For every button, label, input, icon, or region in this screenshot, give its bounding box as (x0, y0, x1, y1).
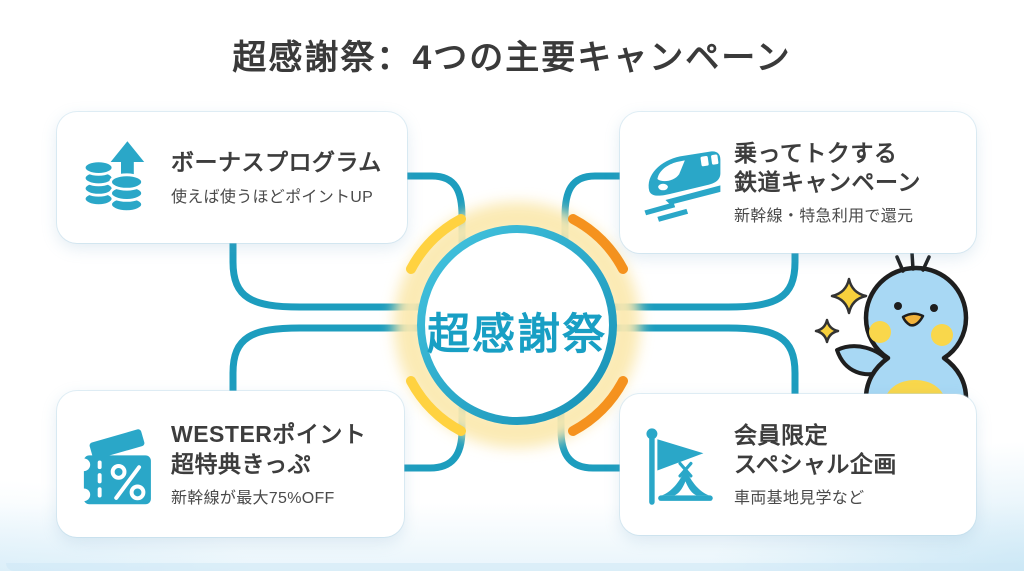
arc-bottom-left (406, 376, 466, 436)
arc-top-right (568, 214, 628, 274)
arc-bottom-right (568, 376, 628, 436)
card-subtitle: 使えば使うほどポイントUP (171, 188, 374, 206)
center-circle (417, 225, 617, 425)
mascot-crest (895, 251, 931, 273)
accent-arcs (406, 214, 628, 436)
sparkle-icon (830, 277, 868, 315)
card-title-line: 超特典きっぷ (171, 450, 312, 477)
flag-tent-icon (636, 422, 724, 508)
mascot-eye (930, 304, 938, 312)
center-glow (394, 202, 640, 448)
card-subtitle: 新幹線が最大75%OFF (171, 489, 335, 507)
card-title-line: 乗ってトクする (734, 139, 898, 166)
card-title-line: WESTERポイント (171, 421, 367, 448)
card-wester-point-ticket: WESTERポイント 超特典きっぷ 新幹線が最大75%OFF (57, 391, 404, 537)
page-title: 超感謝祭：4つの主要キャンペーン (232, 39, 792, 77)
card-title-line: 会員限定 (734, 421, 828, 448)
card-bonus-program: ボーナスプログラム 使えば使うほどポイントUP (57, 112, 407, 243)
card-subtitle: 新幹線・特急利用で還元 (734, 208, 914, 226)
card-members-only-special: 会員限定 スペシャル企画 車両基地見学など (620, 394, 976, 535)
card-title-line: 鉄道キャンペーン (734, 169, 921, 195)
coins-up-arrow-icon (73, 137, 161, 219)
bullet-train-icon (636, 139, 724, 227)
card-title-line: スペシャル企画 (734, 451, 897, 477)
mascot-beak (901, 312, 925, 327)
card-subtitle: 車両基地見学など (734, 490, 865, 508)
card-railway-campaign: 乗ってトクする 鉄道キャンペーン 新幹線・特急利用で還元 (620, 112, 976, 253)
mascot-cheek (869, 321, 891, 343)
center-label: 超感謝祭 (427, 311, 607, 359)
sparkle-icon (814, 318, 840, 344)
arc-top-left (406, 214, 466, 274)
mascot-cheek (931, 324, 953, 346)
card-title-line: ボーナスプログラム (171, 149, 382, 176)
discount-ticket-icon (73, 422, 161, 506)
mascot-eye (894, 302, 902, 310)
